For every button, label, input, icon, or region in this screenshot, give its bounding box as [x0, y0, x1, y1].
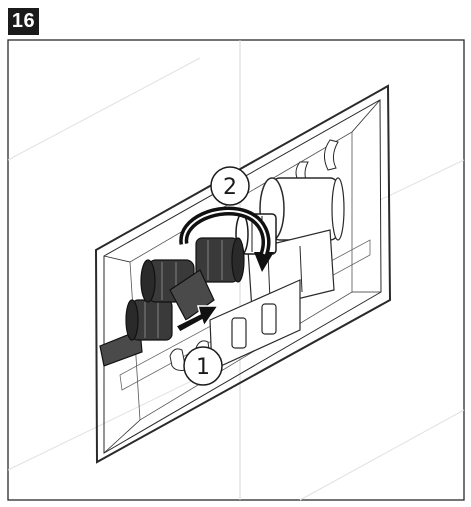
push-arrow-icon	[174, 305, 220, 333]
callout-1-label: 1	[196, 355, 210, 380]
coupling-nut	[235, 213, 277, 255]
callout-2-label: 2	[223, 175, 237, 200]
rotate-arrow-icon	[179, 206, 274, 272]
callout-2: 2	[210, 166, 250, 206]
callout-1: 1	[183, 346, 223, 386]
step-number-badge: 16	[8, 8, 39, 35]
